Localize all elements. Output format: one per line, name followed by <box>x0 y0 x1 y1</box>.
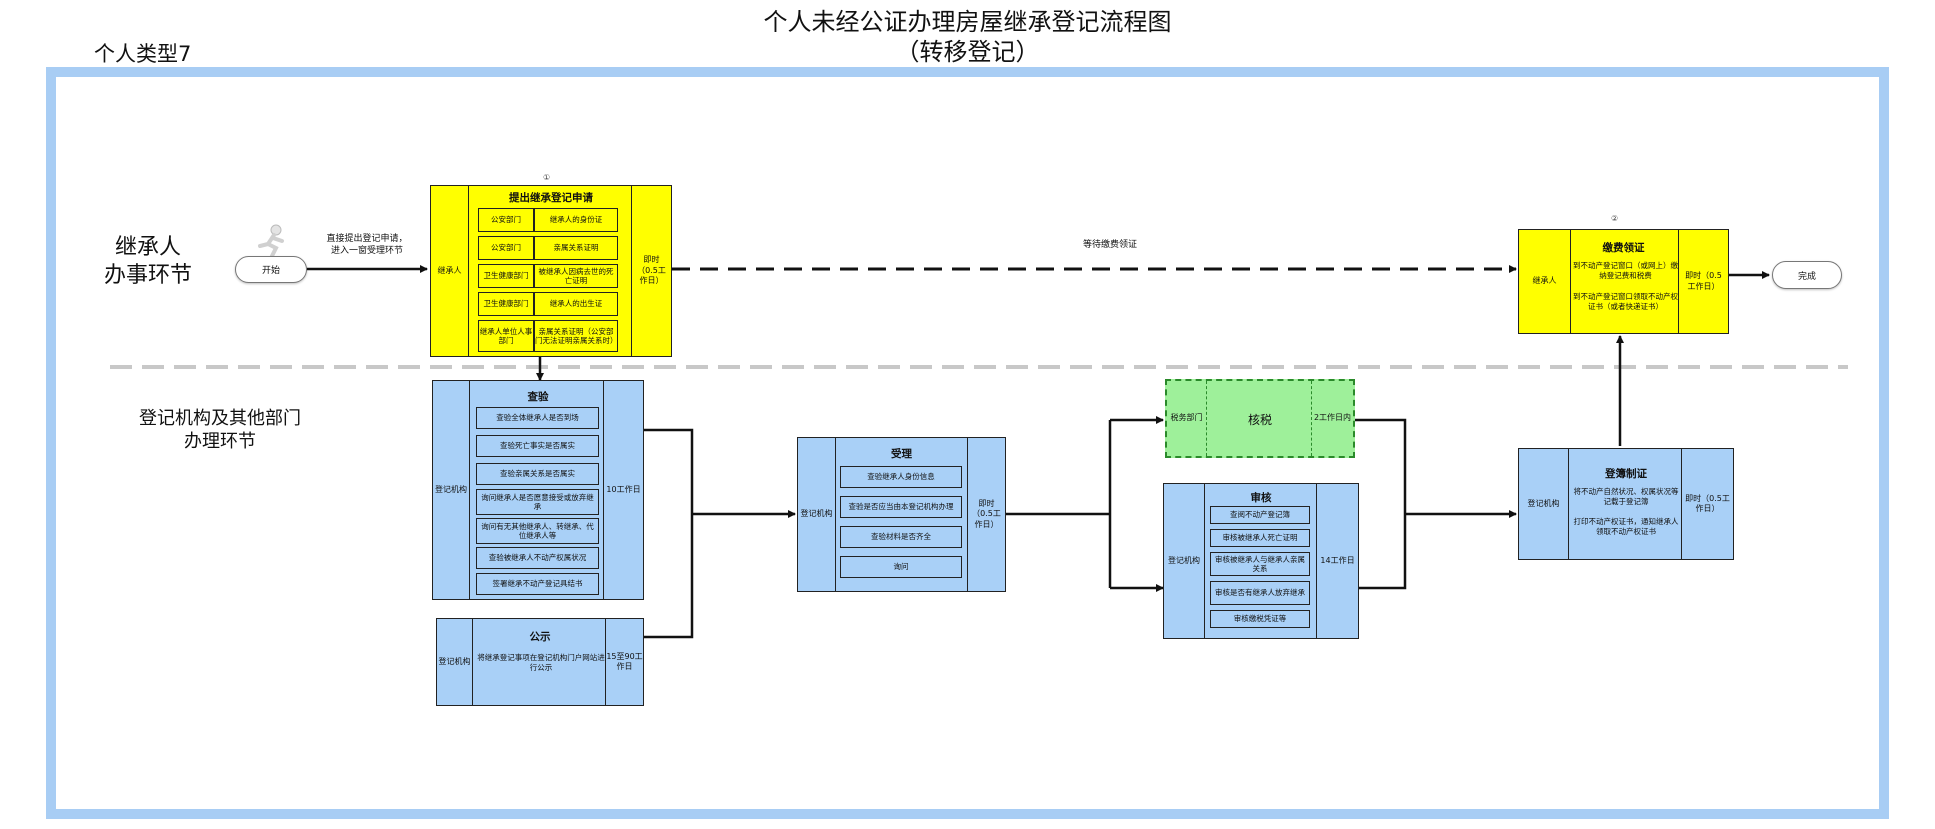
apply-doc-4: 继承人的出生证 <box>534 292 618 316</box>
register-actor: 登记机构 <box>1519 449 1569 559</box>
review-item-4: 审核是否有继承人放弃继承 <box>1210 581 1310 605</box>
inspect-item-6: 查验被继承人不动产权属状况 <box>476 547 599 569</box>
start-note: 直接提出登记申请， 进入一窗受理环节 <box>308 233 426 257</box>
step-number-2: ② <box>1611 214 1619 223</box>
apply-dept-1: 公安部门 <box>478 208 534 232</box>
apply-title: 提出继承登记申请 <box>509 192 593 204</box>
accept-title: 受理 <box>891 448 912 460</box>
diagram-frame <box>46 67 1889 819</box>
inspect-item-7: 签署继承不动产登记具结书 <box>476 573 599 595</box>
apply-actor: 继承人 <box>431 186 469 356</box>
tax-box: 税务部门 2工作日内 核税 <box>1165 379 1355 458</box>
step-number-1: ① <box>543 173 551 182</box>
lane-applicant-line1: 继承人 <box>114 235 181 260</box>
accept-item-1: 查验继承人身份信息 <box>840 466 962 488</box>
apply-doc-1: 继承人的身份证 <box>534 208 618 232</box>
inspect-item-4: 询问继承人是否愿意接受或放弃继承 <box>476 489 599 515</box>
publicity-text: 将继承登记事项在登记机构门户网站进行公示 <box>477 653 605 673</box>
publicity-time: 15至90工作日 <box>605 619 643 705</box>
pay-time: 即时（0.5工作日） <box>1678 230 1728 333</box>
register-title: 登簿制证 <box>1605 468 1647 480</box>
page-subtitle: （转移登记） <box>895 38 1040 66</box>
register-line1: 将不动产自然状况、权属状况等记载于登记簿 <box>1573 487 1679 507</box>
runner-icon <box>258 224 284 258</box>
accept-time: 即时（0.5工作日） <box>967 438 1005 591</box>
wait-label: 等待缴费领证 <box>1082 240 1137 250</box>
review-item-3: 审核被继承人与继承人亲属关系 <box>1210 552 1310 576</box>
register-time: 即时（0.5工作日） <box>1681 449 1733 559</box>
type-label: 个人类型7 <box>94 42 192 66</box>
start-terminal: 开始 <box>235 256 307 283</box>
finish-terminal: 完成 <box>1772 261 1842 289</box>
line-tax-review-merge <box>1355 418 1407 590</box>
pay-title: 缴费领证 <box>1602 242 1645 254</box>
tax-title: 核税 <box>1247 413 1272 427</box>
apply-dept-4: 卫生健康部门 <box>478 292 534 316</box>
review-box: 登记机构 14工作日 审核 查阅不动产登记簿 审核被继承人死亡证明 审核被继承人… <box>1163 483 1359 639</box>
inspect-item-1: 查验全体继承人是否到场 <box>476 407 599 429</box>
review-actor: 登记机构 <box>1164 484 1205 638</box>
apply-doc-5: 亲属关系证明（公安部门无法证明亲属关系时） <box>534 320 618 352</box>
apply-box: 继承人 即时（0.5工作日） 提出继承登记申请 公安部门 继承人的身份证 公安部… <box>430 185 672 357</box>
apply-time: 即时（0.5工作日） <box>631 186 671 356</box>
publicity-actor: 登记机构 <box>437 619 473 705</box>
review-item-1: 查阅不动产登记簿 <box>1210 506 1310 524</box>
apply-dept-5: 继承人单位人事部门 <box>478 320 534 352</box>
start-note-line2: 进入一窗受理环节 <box>330 246 403 257</box>
register-line2: 打印不动产权证书，通知继承人领取不动产权证书 <box>1573 517 1679 537</box>
apply-dept-3: 卫生健康部门 <box>478 264 534 288</box>
lane-label-agency: 登记机构及其他部门 办理环节 <box>110 408 330 453</box>
accept-item-4: 询问 <box>840 556 962 578</box>
lane-agency-line2: 办理环节 <box>184 430 256 452</box>
inspect-actor: 登记机构 <box>433 381 470 599</box>
publicity-box: 登记机构 15至90工作日 公示 将继承登记事项在登记机构门户网站进行公示 <box>436 618 644 706</box>
pay-box: 继承人 即时（0.5工作日） 缴费领证 到不动产登记窗口（或网上）缴纳登记费和税… <box>1518 229 1729 334</box>
tax-actor: 税务部门 <box>1167 381 1207 456</box>
apply-doc-3: 被继承人因病去世的死亡证明 <box>534 264 618 288</box>
accept-item-2: 查验是否应当由本登记机构办理 <box>840 496 962 518</box>
lane-label-applicant: 继承人 办事环节 <box>86 234 210 289</box>
page-title: 个人未经公证办理房屋继承登记流程图 <box>763 8 1172 36</box>
review-title: 审核 <box>1250 492 1272 504</box>
inspect-item-3: 查验亲属关系是否属实 <box>476 463 599 485</box>
lane-agency-line1: 登记机构及其他部门 <box>139 408 301 429</box>
accept-box: 登记机构 即时（0.5工作日） 受理 查验继承人身份信息 查验是否应当由本登记机… <box>797 437 1006 592</box>
review-item-2: 审核被继承人死亡证明 <box>1210 529 1310 547</box>
inspect-item-5: 询问有无其他继承人、转继承、代位继承人等 <box>476 518 599 544</box>
publicity-title: 公示 <box>529 631 551 643</box>
pay-line2: 到不动产登记窗口领取不动产权证书（或者快递证书） <box>1573 292 1678 312</box>
accept-actor: 登记机构 <box>798 438 836 591</box>
line-inspect-publicity-merge <box>644 428 694 639</box>
pay-actor: 继承人 <box>1519 230 1571 333</box>
inspect-box: 登记机构 10工作日 查验 查验全体继承人是否到场 查验死亡事实是否属实 查验亲… <box>432 380 644 600</box>
review-time: 14工作日 <box>1316 484 1358 638</box>
inspect-time: 10工作日 <box>603 381 643 599</box>
pay-line1: 到不动产登记窗口（或网上）缴纳登记费和税费 <box>1573 261 1678 281</box>
inspect-title: 查验 <box>527 391 549 403</box>
apply-doc-2: 亲属关系证明 <box>534 236 618 260</box>
tax-time: 2工作日内 <box>1311 381 1353 456</box>
lane-applicant-line2: 办事环节 <box>103 262 192 288</box>
register-box: 登记机构 即时（0.5工作日） 登簿制证 将不动产自然状况、权属状况等记载于登记… <box>1518 448 1734 560</box>
review-item-5: 审核缴税凭证等 <box>1210 610 1310 628</box>
start-note-line1: 直接提出登记申请， <box>326 234 408 244</box>
inspect-item-2: 查验死亡事实是否属实 <box>476 435 599 457</box>
accept-item-3: 查验材料是否齐全 <box>840 526 962 548</box>
apply-dept-2: 公安部门 <box>478 236 534 260</box>
